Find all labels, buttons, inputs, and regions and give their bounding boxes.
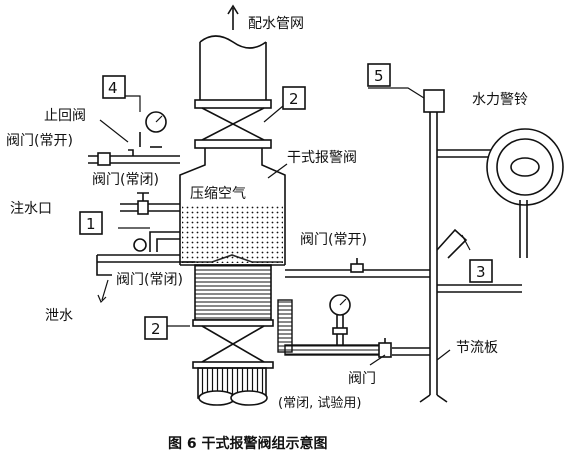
callout-4-label: 4: [108, 79, 118, 97]
label-orifice-plate: 节流板: [456, 340, 498, 356]
label-dry-alarm-valve: 干式报警阀: [287, 150, 357, 166]
arrow-head-icon: [227, 4, 239, 15]
label-test-valve-note: (常闭, 试验用): [278, 395, 361, 411]
label-valve-open-right: 阀门(常开): [300, 232, 367, 248]
drain-piping: [96, 231, 195, 304]
pressure-switch-box: [423, 89, 445, 113]
label-compressed-air: 压缩空气: [190, 186, 246, 202]
label-water-inlet: 注水口: [10, 201, 52, 217]
callout-2-bottom: 2: [144, 316, 168, 340]
figure-caption: 图 6 干式报警阀组示意图: [168, 435, 328, 452]
alarm-valve-open: [350, 263, 364, 273]
alarm-line: [285, 89, 564, 403]
drain-valve-icon: [133, 238, 147, 252]
callout-2-top: 2: [282, 86, 306, 110]
callout-1: 1: [79, 211, 103, 235]
label-distribution-pipe: 配水管网: [248, 16, 304, 32]
callout-2-bottom-label: 2: [151, 320, 161, 338]
test-valve: [378, 342, 392, 358]
label-check-valve: 止回阀: [44, 108, 86, 124]
leader-lines: [99, 87, 471, 366]
label-valve-closed-top: 阀门(常闭): [92, 172, 159, 188]
test-line: [277, 294, 430, 358]
valve-top-open: [97, 152, 111, 166]
lower-chamber: [192, 264, 274, 406]
label-valve-closed-left: 阀门(常闭): [116, 272, 183, 288]
label-test-valve-title: 阀门: [348, 371, 376, 387]
label-valve-open-top: 阀门(常开): [6, 133, 73, 149]
inlet-valve: [137, 200, 149, 215]
retard-chamber: [436, 228, 468, 259]
callout-2-top-label: 2: [289, 90, 299, 108]
label-drain: 泄水: [45, 308, 73, 324]
callout-1-label: 1: [86, 215, 96, 233]
left-top-piping: [88, 111, 180, 166]
check-valve-mark: [128, 149, 134, 156]
water-inlet-piping: [120, 192, 180, 215]
drain-arrow: [101, 279, 109, 301]
label-hydraulic-bell: 水力警铃: [472, 92, 528, 108]
callout-3: 3: [469, 259, 493, 283]
callout-4: 4: [102, 75, 126, 99]
distribution-pipe: [199, 4, 267, 100]
hydraulic-bell-icon: [486, 128, 564, 206]
valve-body: [179, 148, 286, 266]
callout-5-label: 5: [374, 67, 384, 85]
callout-5: 5: [367, 63, 391, 87]
callout-3-label: 3: [476, 263, 486, 281]
upper-gate-valve: [194, 99, 272, 149]
